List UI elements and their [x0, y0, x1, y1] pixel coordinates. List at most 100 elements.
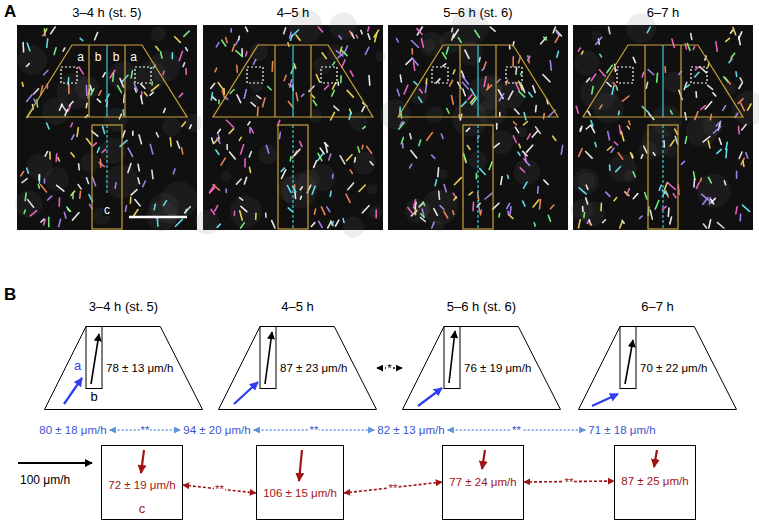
cell-track	[463, 89, 465, 96]
sample-square	[321, 67, 337, 83]
cell-track	[464, 154, 467, 162]
comparison-connector	[344, 482, 442, 493]
cell-track	[342, 219, 344, 223]
cell-track	[186, 48, 188, 51]
cell-track	[600, 54, 602, 57]
time-window-title: 4–5 h	[281, 300, 314, 314]
cell-track	[583, 213, 585, 218]
cell-track	[440, 206, 444, 209]
cell-track	[520, 168, 524, 172]
midline-region: 87 ± 25 μm/h	[614, 445, 696, 520]
cell-track	[556, 30, 561, 36]
cell-track	[446, 47, 448, 54]
analysis-overlay	[398, 45, 558, 229]
cell-track	[271, 62, 273, 72]
cell-track	[300, 142, 302, 147]
cell-track	[63, 48, 65, 51]
cell-track	[268, 87, 271, 90]
cell-track	[154, 204, 155, 209]
cell-track	[556, 32, 559, 35]
cell-track	[38, 185, 39, 189]
micrograph-row	[15, 8, 759, 238]
velocity-arrow	[141, 450, 144, 473]
cell-track	[336, 220, 339, 226]
significance-mark: **	[511, 424, 522, 436]
midline-strip	[620, 327, 636, 389]
cell-track	[466, 128, 469, 131]
cell-track	[349, 112, 351, 119]
cell-track	[239, 137, 241, 140]
cell-track	[633, 194, 638, 199]
cell-track	[281, 168, 284, 171]
cell-track	[515, 109, 519, 114]
scale-arrow	[18, 462, 92, 464]
speed-value: 80 ± 18 μm/h	[39, 424, 106, 436]
cell-track	[700, 178, 702, 181]
cell-track	[397, 90, 399, 96]
cell-track	[528, 56, 531, 60]
cell-track	[412, 41, 419, 48]
cell-track	[315, 209, 316, 214]
cell-track	[603, 220, 606, 223]
cell-track	[217, 138, 220, 143]
cell-track	[368, 34, 370, 39]
cell-track	[544, 37, 547, 40]
cell-track	[397, 39, 399, 43]
cell-track	[362, 107, 364, 112]
cell-track	[441, 134, 443, 138]
cell-track	[627, 126, 629, 129]
midline	[662, 45, 663, 117]
cell-track	[144, 92, 147, 95]
trapezoid-outline	[45, 327, 203, 410]
cell-track	[480, 210, 481, 214]
cell-track	[95, 33, 98, 40]
cell-track	[650, 210, 652, 219]
cell-track	[513, 136, 516, 143]
cell-track	[253, 59, 255, 64]
cell-track	[664, 183, 667, 190]
cell-track	[164, 109, 166, 113]
cell-track	[482, 68, 484, 70]
cell-track	[675, 136, 677, 144]
cell-track	[623, 96, 629, 101]
cell-track	[417, 27, 422, 35]
cell-track	[736, 207, 737, 214]
cell-track	[723, 106, 726, 111]
scale-bar	[129, 216, 187, 219]
cell-track	[312, 186, 315, 194]
cell-track	[156, 133, 158, 137]
velocity-arrow	[482, 450, 485, 469]
cell-track	[327, 207, 330, 212]
cell-track	[742, 124, 746, 129]
cell-track	[97, 148, 99, 153]
cell-track	[613, 83, 616, 87]
cell-track	[85, 103, 88, 107]
cell-track	[512, 57, 514, 67]
cell-track	[236, 51, 243, 57]
cell-track	[494, 143, 499, 147]
cell-track	[354, 158, 356, 162]
tissue-glow	[571, 199, 593, 221]
cell-track	[185, 69, 187, 75]
cell-track	[44, 219, 46, 225]
cell-track	[71, 123, 73, 127]
cell-track	[484, 62, 486, 67]
micrograph-ground	[573, 25, 753, 230]
cell-track	[553, 27, 555, 33]
cell-track	[535, 106, 537, 112]
speed-value: 78 ± 13 μm/h	[106, 362, 173, 374]
cell-track	[714, 127, 721, 134]
cell-track	[230, 90, 234, 94]
cell-track	[370, 162, 373, 165]
cell-track	[444, 185, 446, 192]
cell-track	[600, 105, 602, 109]
cell-track	[696, 183, 699, 189]
overlay-line	[88, 45, 89, 117]
cell-track	[296, 35, 300, 40]
cell-track	[38, 175, 40, 180]
cell-track	[475, 30, 480, 37]
cell-track	[118, 86, 122, 93]
tissue-glow	[369, 206, 382, 219]
cell-track	[738, 99, 743, 104]
cell-track	[103, 73, 105, 77]
